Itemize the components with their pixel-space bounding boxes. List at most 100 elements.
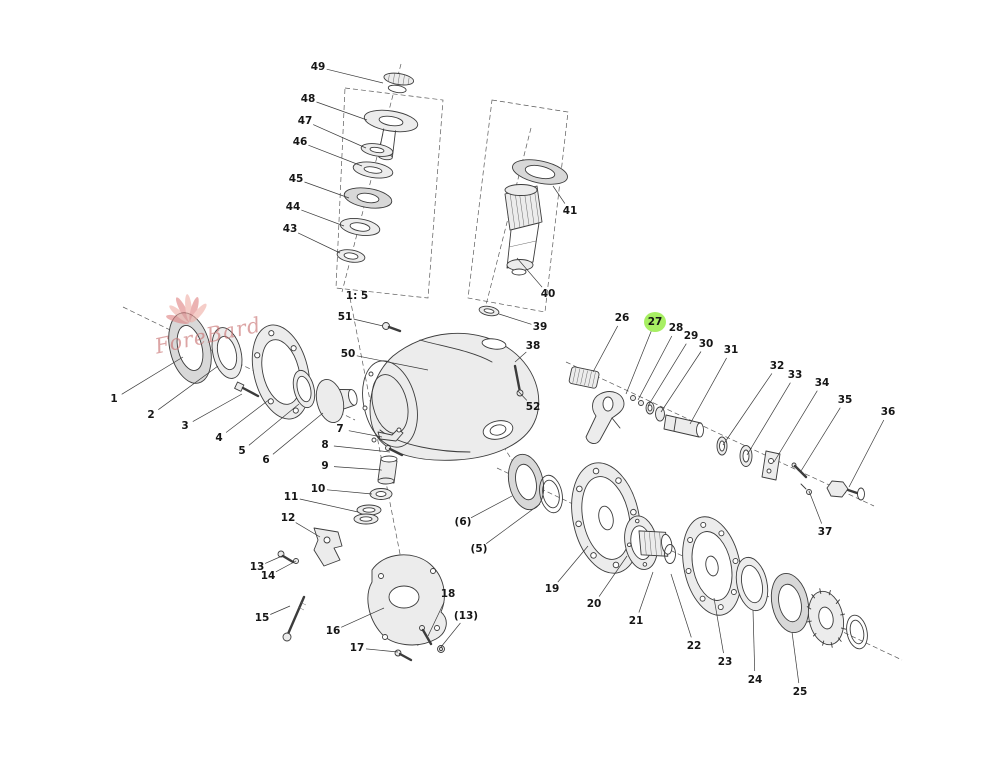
part-31-shaft xyxy=(663,414,704,438)
part-label-17: 17 xyxy=(350,642,365,654)
part-1-brake-disc xyxy=(168,312,212,384)
leader-line-35 xyxy=(800,407,841,472)
part-16-caliper-bracket xyxy=(367,554,447,646)
part-50-housing xyxy=(362,332,540,461)
part-label-37: 37 xyxy=(818,526,833,538)
part-45-bearing xyxy=(343,187,393,209)
part-12-bracket xyxy=(313,527,343,567)
part-15-stud xyxy=(282,595,307,642)
part-label-18: 18 xyxy=(441,588,456,600)
part-label-52: 52 xyxy=(526,401,541,413)
part-lock-gear xyxy=(806,588,847,648)
part-35-pin xyxy=(791,462,808,479)
part-5b-ring xyxy=(539,474,563,514)
leader-line-19 xyxy=(557,545,589,583)
part-39-washer xyxy=(478,305,500,317)
leader-line-34 xyxy=(773,390,818,463)
part-13b-nut xyxy=(437,645,445,653)
leader-line-5 xyxy=(248,403,300,446)
part-label-5: 5 xyxy=(238,445,245,457)
part-label-8: 8 xyxy=(321,439,328,451)
part-43-ring xyxy=(336,249,366,263)
part-5-ring xyxy=(292,369,316,409)
part-label-11: 11 xyxy=(284,491,299,503)
part-13-bolt xyxy=(277,550,295,564)
part-11-washer-stack xyxy=(353,504,382,525)
leader-line-(5) xyxy=(485,503,541,544)
leader-line-22 xyxy=(670,573,692,638)
part-26-spring xyxy=(568,366,600,389)
leader-line-36 xyxy=(848,419,885,488)
part-drawings xyxy=(168,72,868,662)
part-label-(6): (6) xyxy=(455,516,472,528)
part-18-bolt xyxy=(419,625,433,646)
leader-line-20 xyxy=(598,555,628,597)
part-49-cap xyxy=(383,72,415,94)
part-17-bolt xyxy=(394,649,413,662)
part-44-ring xyxy=(339,218,381,236)
part-3-bolt xyxy=(234,381,260,398)
part-24-ring xyxy=(735,556,769,612)
part-label-39: 39 xyxy=(533,321,548,333)
part-label-23: 23 xyxy=(718,656,733,668)
part-label-48: 48 xyxy=(301,93,316,105)
leader-line-33 xyxy=(746,382,791,456)
leader-line-48 xyxy=(316,101,368,121)
part-label-31: 31 xyxy=(724,344,739,356)
leader-line-45 xyxy=(304,181,350,199)
leader-line-21 xyxy=(638,571,654,613)
leader-line-43 xyxy=(297,232,341,254)
part-label-26: 26 xyxy=(615,312,630,324)
part-46-washer xyxy=(352,161,394,179)
part-25-bearing xyxy=(770,572,810,634)
part-label-40: 40 xyxy=(541,288,556,300)
part-label-51: 51 xyxy=(338,311,353,323)
leader-line-14 xyxy=(275,560,297,573)
part-label-50: 50 xyxy=(341,348,356,360)
part-label-44: 44 xyxy=(286,201,301,213)
leader-line-17 xyxy=(365,648,399,653)
leader-line-41 xyxy=(552,185,566,204)
leader-line-38 xyxy=(514,351,527,363)
leader-line-50 xyxy=(356,355,429,371)
part-label-25: 25 xyxy=(793,686,808,698)
part-6b-washer xyxy=(507,453,545,511)
part-48-disc xyxy=(363,109,419,161)
part-2-ring xyxy=(211,327,243,379)
leader-line-1 xyxy=(121,356,184,395)
part-27-shift-fork xyxy=(585,391,625,444)
leader-line-7 xyxy=(348,430,383,438)
part-label-38: 38 xyxy=(526,340,541,352)
leader-line-18 xyxy=(427,601,445,637)
leader-line-37 xyxy=(808,490,823,524)
part-label-41: 41 xyxy=(563,205,578,217)
leader-line-29 xyxy=(647,343,687,407)
part-label-36: 36 xyxy=(881,406,896,418)
part-label-14: 14 xyxy=(261,570,276,582)
part-label-9: 9 xyxy=(321,460,328,472)
part-19-flange-disc xyxy=(571,462,641,574)
part-label-49: 49 xyxy=(311,61,326,73)
leader-line-40 xyxy=(516,257,543,288)
part-label-(13): (13) xyxy=(454,610,478,622)
part-34-plate xyxy=(761,450,781,481)
part-label-10: 10 xyxy=(311,483,326,495)
part-33-ring xyxy=(739,445,753,467)
part-label-20: 20 xyxy=(587,598,602,610)
leader-line-52 xyxy=(517,390,528,401)
part-8-pin xyxy=(385,445,404,457)
leader-line-28 xyxy=(637,335,673,401)
leader-line-3 xyxy=(192,393,243,422)
leader-line-24 xyxy=(752,609,756,672)
leader-line-31 xyxy=(689,357,727,425)
leader-line-44 xyxy=(301,209,345,227)
part-label-35: 35 xyxy=(838,394,853,406)
part-7-fork xyxy=(377,427,404,442)
part-label-7: 7 xyxy=(336,423,343,435)
leader-line-(6) xyxy=(470,495,513,519)
leader-line-13 xyxy=(265,555,283,564)
leader-line-4 xyxy=(225,398,271,433)
leader-line-23 xyxy=(713,597,724,654)
